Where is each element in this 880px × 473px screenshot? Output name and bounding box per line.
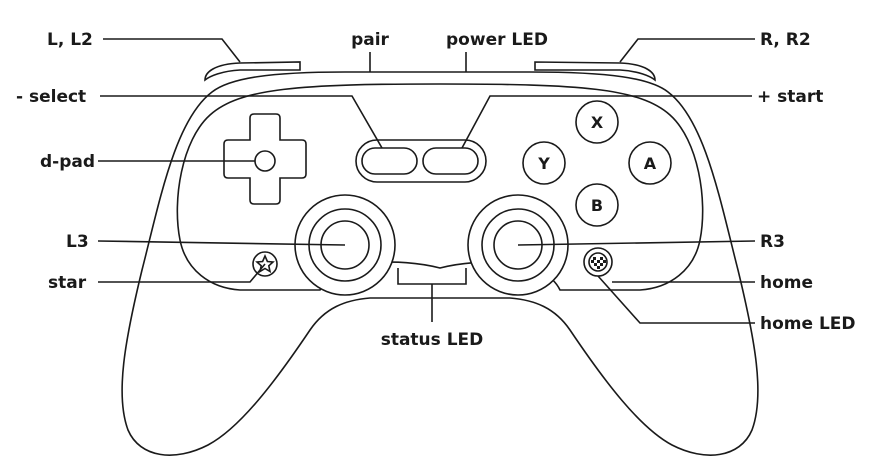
dpad-center (254, 150, 276, 172)
label-start: + start (757, 87, 823, 107)
y-button-label: Y (537, 154, 550, 173)
label-select: - select (16, 87, 86, 107)
select-start-housing (355, 139, 487, 183)
left-bumper (204, 61, 301, 82)
face-panel (176, 83, 704, 291)
a-button-label: A (644, 154, 657, 173)
label-r3: R3 (760, 232, 785, 252)
b-button-label: B (591, 196, 603, 215)
label-star: star (48, 273, 87, 293)
controller-body (121, 71, 759, 456)
label-home-led: home LED (760, 314, 856, 334)
label-l-l2: L, L2 (47, 30, 93, 50)
label-dpad: d-pad (40, 152, 95, 172)
right-bumper (534, 61, 656, 82)
label-l3: L3 (66, 232, 89, 252)
star-icon (255, 253, 275, 274)
x-button-label: X (591, 113, 604, 132)
label-home: home (760, 273, 813, 293)
leader-lines (97, 38, 756, 324)
label-status-led: status LED (381, 330, 484, 350)
label-r-r2: R, R2 (760, 30, 811, 50)
a-button[interactable]: A (628, 141, 672, 185)
x-button[interactable]: X (575, 100, 619, 144)
start-button[interactable] (422, 147, 479, 175)
y-button[interactable]: Y (522, 141, 566, 185)
heart-icon (591, 257, 606, 269)
home-button[interactable] (583, 247, 613, 277)
label-pair: pair (351, 30, 389, 50)
select-button[interactable] (361, 147, 418, 175)
b-button[interactable]: B (575, 183, 619, 227)
label-power-led: power LED (446, 30, 548, 50)
